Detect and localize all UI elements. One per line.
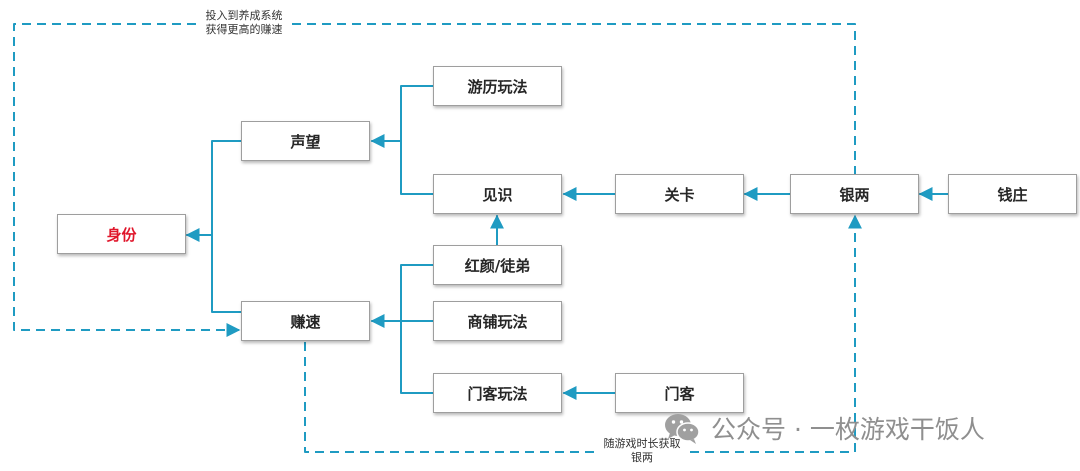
watermark: 公众号 · 一枚游戏干饭人 bbox=[663, 410, 985, 446]
node-youli: 游历玩法 bbox=[433, 66, 562, 106]
node-yinliang: 银两 bbox=[790, 174, 919, 214]
node-shengwang: 声望 bbox=[241, 121, 370, 161]
edge-hongyan-zhuansu bbox=[370, 264, 434, 328]
edge-jianshi-shengwang bbox=[400, 140, 434, 195]
annotation-top: 投入到养成系统 获得更高的赚速 bbox=[196, 9, 292, 37]
watermark-text: 公众号 · 一枚游戏干饭人 bbox=[711, 415, 985, 444]
node-shenfen: 身份 bbox=[57, 214, 186, 254]
annotation-bottom-line1: 随游戏时长获取 bbox=[603, 437, 681, 450]
dashed-loop-top bbox=[13, 23, 856, 337]
node-qianzhuang: 钱庄 bbox=[948, 174, 1077, 214]
node-jianshi: 见识 bbox=[433, 174, 562, 214]
node-menke-play: 门客玩法 bbox=[433, 373, 562, 413]
wechat-icon bbox=[665, 414, 700, 444]
edge-menke-play-zhuansu bbox=[400, 320, 434, 394]
annotation-bottom: 随游戏时长获取 银两 bbox=[594, 437, 690, 465]
edge-shengwang-shenfen bbox=[185, 140, 242, 242]
edge-youli-shengwang bbox=[370, 85, 434, 148]
node-hongyan: 红颜/徒弟 bbox=[433, 245, 562, 285]
edge-zhuansu-shenfen bbox=[211, 234, 242, 313]
node-guanka: 关卡 bbox=[615, 174, 744, 214]
node-zhuansu: 赚速 bbox=[241, 301, 370, 341]
annotation-top-line2: 获得更高的赚速 bbox=[205, 23, 283, 36]
annotation-bottom-line2: 银两 bbox=[631, 451, 653, 464]
annotation-top-line1: 投入到养成系统 bbox=[205, 9, 283, 22]
node-shangpu: 商铺玩法 bbox=[433, 301, 562, 341]
node-menke: 门客 bbox=[615, 373, 744, 413]
